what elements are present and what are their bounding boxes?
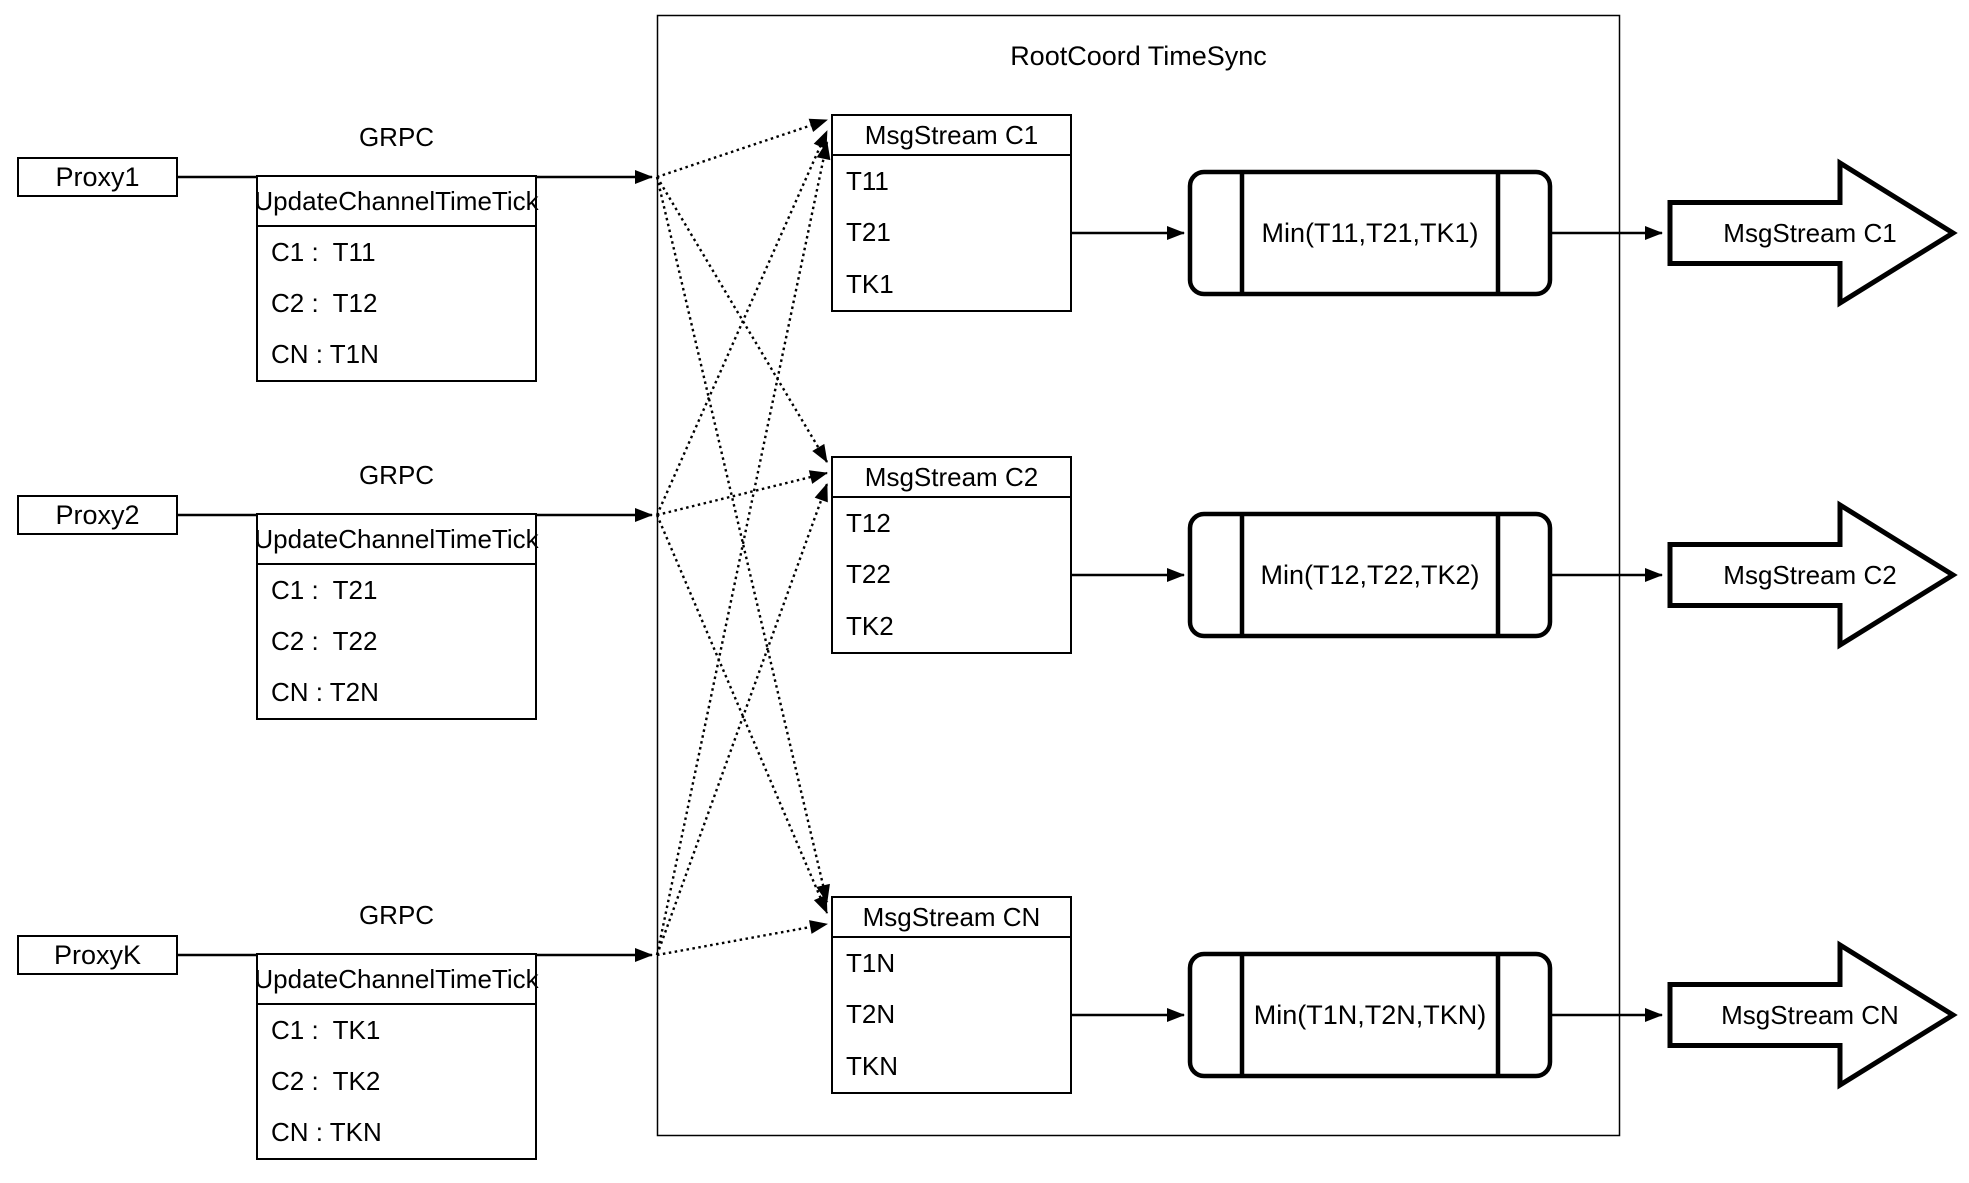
proxy-label: Proxy2 — [55, 499, 140, 530]
output-arrow-shape — [1667, 940, 1958, 1090]
rootcoord-timesync-title: RootCoord TimeSync — [1010, 40, 1267, 71]
update-channel-timetick-table: UpdateChannelTimeTick C1 : T21 C2 : T22 … — [254, 513, 539, 720]
table-header: UpdateChannelTimeTick — [254, 515, 539, 565]
table-cell: T12 — [846, 508, 891, 539]
output-arrow-shape — [1667, 500, 1958, 650]
output-arrow-label: MsgStream C1 — [1723, 217, 1897, 248]
update-channel-timetick-table: UpdateChannelTimeTick C1 : TK1 C2 : TK2 … — [254, 953, 539, 1160]
proxy-box: ProxyK — [17, 935, 178, 975]
min-function-box — [1187, 511, 1553, 639]
table-cell: C2 : T12 — [271, 288, 378, 318]
table-cell: C1 : T11 — [271, 237, 376, 267]
table-cell: T11 — [846, 166, 889, 197]
grpc-label: GRPC — [358, 121, 435, 152]
table-cell: CN : T1N — [271, 339, 379, 369]
proxy-box: Proxy2 — [17, 495, 178, 535]
fanout-dotted-mesh — [655, 118, 831, 957]
min-function-label: Min(T11,T21,TK1) — [1261, 217, 1479, 248]
msgstream-table: MsgStream C1 T11 T21 TK1 — [831, 114, 1072, 312]
fanout-dotted-connector — [655, 514, 829, 914]
min-function-box — [1187, 169, 1553, 297]
fanout-dotted-connector — [656, 920, 828, 957]
fanout-dotted-connector — [655, 141, 831, 956]
table-cell: C1 : T21 — [271, 575, 378, 605]
msgstream-table-header: MsgStream CN — [833, 898, 1070, 938]
fanout-dotted-connector — [655, 483, 829, 956]
proxy-label: Proxy1 — [55, 161, 140, 192]
table-cell: TK2 — [846, 610, 894, 641]
min-function-boxes — [1187, 169, 1553, 1079]
fanout-dotted-connector — [655, 176, 829, 463]
proxy-label: ProxyK — [53, 939, 142, 970]
table-header: UpdateChannelTimeTick — [254, 177, 539, 227]
table-cell: T2N — [846, 999, 896, 1030]
msgstream-table-header: MsgStream C1 — [833, 116, 1070, 156]
output-arrows — [1667, 158, 1958, 1090]
grpc-label: GRPC — [358, 459, 435, 490]
grpc-label: GRPC — [358, 899, 435, 930]
table-cell: C2 : T22 — [271, 626, 378, 656]
table-cell: C1 : TK1 — [271, 1015, 381, 1045]
table-cell: C2 : TK2 — [271, 1066, 381, 1096]
table-cell: T21 — [846, 217, 891, 248]
min-function-label: Min(T12,T22,TK2) — [1260, 559, 1480, 590]
table-cell: CN : TKN — [271, 1117, 382, 1147]
table-cell: CN : T2N — [271, 677, 379, 707]
table-cell: TK1 — [846, 268, 894, 299]
output-arrow-label: MsgStream C2 — [1723, 559, 1897, 590]
fanout-dotted-connector — [655, 176, 830, 903]
msgstream-table-header: MsgStream C2 — [833, 458, 1070, 498]
min-function-label: Min(T1N,T2N,TKN) — [1253, 999, 1487, 1030]
table-cell: T1N — [846, 948, 896, 979]
fanout-dotted-connector — [655, 130, 829, 516]
fanout-dotted-connector — [656, 118, 828, 179]
output-arrow-label: MsgStream CN — [1721, 999, 1899, 1030]
table-cell: T22 — [846, 559, 891, 590]
fanout-dotted-connector — [656, 470, 828, 517]
table-header: UpdateChannelTimeTick — [254, 955, 539, 1005]
table-cell: TKN — [846, 1050, 898, 1081]
proxy-box: Proxy1 — [17, 157, 178, 197]
min-function-box — [1187, 951, 1553, 1079]
msgstream-table: MsgStream CN T1N T2N TKN — [831, 896, 1072, 1094]
update-channel-timetick-table: UpdateChannelTimeTick C1 : T11 C2 : T12 … — [254, 175, 539, 382]
msgstream-table: MsgStream C2 T12 T22 TK2 — [831, 456, 1072, 654]
output-arrow-shape — [1667, 158, 1958, 308]
